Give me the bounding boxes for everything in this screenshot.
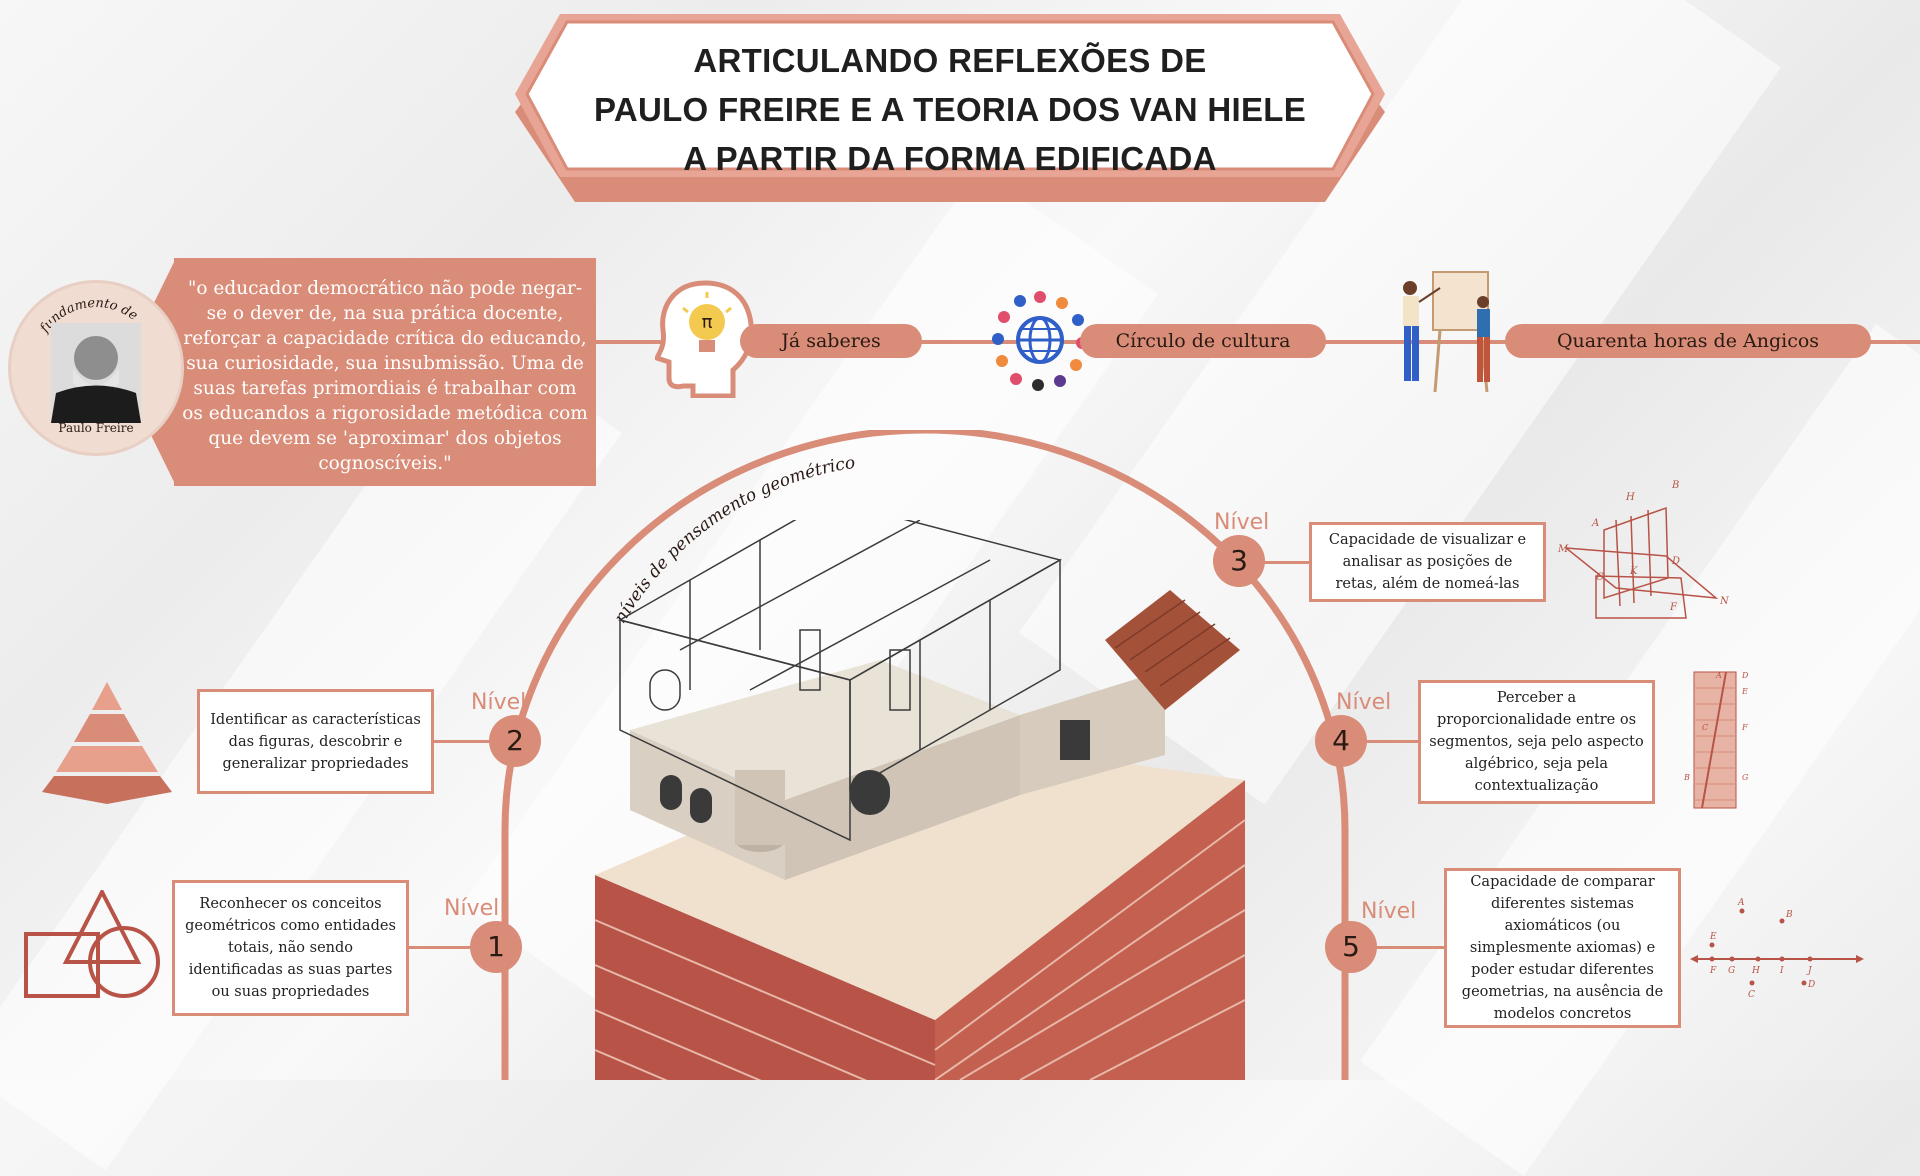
timeline-item-quarenta-horas: Quarenta horas de Angicos <box>1505 324 1871 358</box>
level-5-text: Capacidade de comparar diferentes sistem… <box>1461 874 1664 1022</box>
teacher-board-icon <box>1395 270 1510 400</box>
level-3-number: 3 <box>1213 535 1265 587</box>
freire-quote: "o educador democrático não pode negar-s… <box>182 278 588 474</box>
l3-label-h: H <box>1625 492 1635 503</box>
pyramid-icon <box>42 680 172 805</box>
l4-label-d: D <box>1741 671 1749 680</box>
level-1-box: Reconhecer os conceitos geométricos como… <box>172 880 409 1016</box>
l3-label-b: B <box>1671 480 1679 491</box>
l4-label-c: C <box>1702 723 1708 732</box>
level-5-word: Nível <box>1361 899 1417 924</box>
people-globe-icon <box>990 285 1090 395</box>
geometric-shapes-icon <box>24 887 164 1000</box>
level-1-text: Reconhecer os conceitos geométricos como… <box>185 896 396 1000</box>
level-2-connector <box>433 740 491 743</box>
l5-label-j: J <box>1806 966 1813 976</box>
l3-label-n: N <box>1719 596 1730 607</box>
l5-label-b: B <box>1785 910 1793 920</box>
segment-ruler-icon: A D E C F B G <box>1680 668 1760 813</box>
level-4-word: Nível <box>1336 690 1392 715</box>
title-line-3: A PARTIR DA FORMA EDIFICADA <box>683 140 1217 177</box>
level-5-box: Capacidade de comparar diferentes sistem… <box>1444 868 1681 1028</box>
level-5-number: 5 <box>1325 921 1377 973</box>
l5-label-h: H <box>1751 966 1760 976</box>
level-3-connector <box>1264 561 1309 564</box>
level-1-connector <box>408 946 472 949</box>
l3-label-m: M <box>1557 544 1569 555</box>
levels-arch: níveis de pensamento geométrico <box>501 430 1349 1080</box>
portrait-name: Paulo Freire <box>58 421 134 435</box>
l3-label-f: F <box>1669 602 1678 613</box>
level-4-number: 4 <box>1315 715 1367 767</box>
l3-label-d: D <box>1671 556 1680 567</box>
l4-label-e: E <box>1741 687 1748 696</box>
title-banner-frame <box>515 14 1385 202</box>
quote-box: "o educador democrático não pode negar-s… <box>174 258 596 486</box>
lightbulb-head-icon: π <box>653 278 755 399</box>
level-4-connector <box>1366 740 1420 743</box>
timeline-item-circulo-de-cultura: Círculo de cultura <box>1080 324 1326 358</box>
l4-label-f: F <box>1741 723 1748 732</box>
page-title: ARTICULANDO REFLEXÕES DE PAULO FREIRE E … <box>515 36 1385 183</box>
avatar: fundamento de Paulo Freire <box>8 280 184 456</box>
l4-label-b: B <box>1683 773 1690 782</box>
house-illustration <box>594 520 1246 1080</box>
l3-label-k: K <box>1629 566 1638 577</box>
title-banner: ARTICULANDO REFLEXÕES DE PAULO FREIRE E … <box>515 12 1385 202</box>
l3-label-c: C <box>1596 572 1604 583</box>
level-4-text: Perceber a proporcionalidade entre os se… <box>1429 690 1644 794</box>
level-2-number: 2 <box>489 715 541 767</box>
title-line-1: ARTICULANDO REFLEXÕES DE <box>693 42 1207 79</box>
level-3-word: Nível <box>1214 510 1270 535</box>
level-3-text: Capacidade de visualizar e analisar as p… <box>1328 532 1527 592</box>
level-2-box: Identificar as características das figur… <box>197 689 434 794</box>
level-2-text: Identificar as características das figur… <box>210 711 421 772</box>
svg-text:π: π <box>702 312 713 333</box>
number-line-icon: A B E F G H I J C D <box>1690 895 1865 1005</box>
level-5-connector <box>1376 946 1446 949</box>
title-line-2: PAULO FREIRE E A TEORIA DOS VAN HIELE <box>593 91 1307 128</box>
level-4-box: Perceber a proporcionalidade entre os se… <box>1418 680 1655 804</box>
l4-label-a: A <box>1715 671 1722 680</box>
l5-label-g: G <box>1728 966 1735 976</box>
l3-label-a: A <box>1591 518 1599 529</box>
level-1-number: 1 <box>470 921 522 973</box>
timeline-item-ja-saberes: Já saberes <box>740 324 922 358</box>
l4-label-g: G <box>1742 773 1749 782</box>
l5-label-a: A <box>1737 898 1745 908</box>
l5-label-f: F <box>1709 966 1717 976</box>
l5-label-d: D <box>1807 980 1815 990</box>
l5-label-c: C <box>1748 990 1755 1000</box>
level-1-word: Nível <box>444 896 500 921</box>
level-2-word: Nível <box>471 690 527 715</box>
level-3-box: Capacidade de visualizar e analisar as p… <box>1309 522 1546 602</box>
planes-lines-icon: H B A M C K D F N <box>1556 478 1731 633</box>
l5-label-i: I <box>1779 966 1784 976</box>
l5-label-e: E <box>1709 932 1717 942</box>
